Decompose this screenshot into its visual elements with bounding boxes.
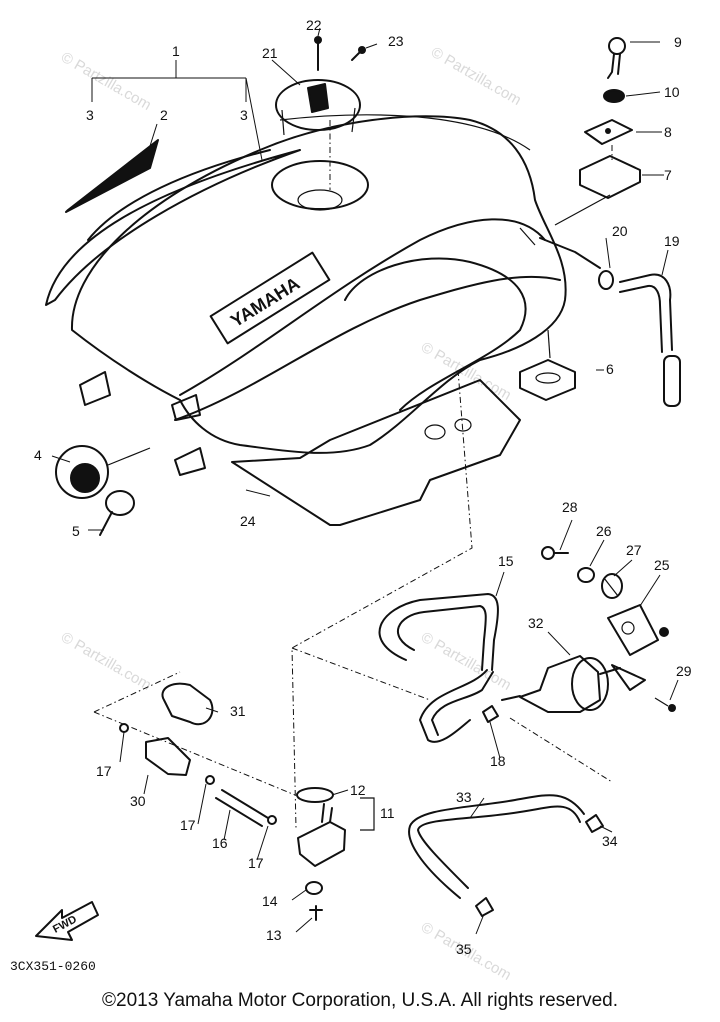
- rear-mount-hardware: [519, 37, 641, 246]
- hose-clamps: [475, 705, 604, 917]
- callout-11: 11: [380, 805, 395, 821]
- filter-mount-hardware: [541, 546, 623, 599]
- callout-26: 26: [596, 523, 612, 539]
- fuel-hose: [408, 794, 585, 899]
- callout-30: 30: [130, 793, 146, 809]
- callout-9: 9: [674, 34, 682, 50]
- fuel-filter: [501, 604, 676, 713]
- diagram-code: 3CX351-0260: [10, 959, 96, 974]
- tank-pad: [231, 379, 521, 526]
- watermark-text: © Partzilla.com: [428, 44, 524, 109]
- callout-17: 17: [248, 855, 264, 871]
- callout-17: 17: [180, 817, 196, 833]
- assembly-lines: [93, 369, 613, 829]
- callout-leaders: [51, 27, 679, 935]
- callout-18: 18: [490, 753, 506, 769]
- breather-hose: [539, 237, 681, 407]
- fuel-cock-assembly: [296, 787, 375, 921]
- callout-32: 32: [528, 615, 544, 631]
- callout-2: 2: [160, 107, 168, 123]
- callout-1: 1: [172, 43, 180, 59]
- watermark-text: © Partzilla.com: [58, 49, 154, 114]
- callout-3: 3: [86, 107, 94, 123]
- callout-31: 31: [230, 703, 246, 719]
- callout-labels: 1 2 3 3 3 4 5 6 7 8 9 10 11 12 13 14 15 …: [34, 17, 692, 957]
- callout-13: 13: [266, 927, 282, 943]
- callout-3: 3: [240, 107, 248, 123]
- fwd-arrow: FWD: [35, 901, 99, 941]
- watermark-text: © Partzilla.com: [58, 629, 154, 694]
- callout-12: 12: [350, 782, 366, 798]
- callout-25: 25: [654, 557, 670, 573]
- callout-5: 5: [72, 523, 80, 539]
- callout-4: 4: [34, 447, 42, 463]
- callout-33: 33: [456, 789, 472, 805]
- callout-34: 34: [602, 833, 618, 849]
- callout-7: 7: [664, 167, 672, 183]
- callout-27: 27: [626, 542, 642, 558]
- yamaha-emblem: YAMAHA: [209, 251, 331, 345]
- callout-17: 17: [96, 763, 112, 779]
- callout-23: 23: [388, 33, 404, 49]
- callout-24: 24: [240, 513, 256, 529]
- copyright-notice: ©2013 Yamaha Motor Corporation, U.S.A. A…: [102, 990, 618, 1011]
- vacuum-hose: [378, 593, 499, 743]
- decal-group-bracket: [91, 60, 263, 161]
- callout-20: 20: [612, 223, 628, 239]
- callout-22: 22: [306, 17, 322, 33]
- filler-cap-assembly: [275, 36, 366, 190]
- callout-15: 15: [498, 553, 514, 569]
- callout-21: 21: [262, 45, 278, 61]
- fuel-sender-unit: [55, 445, 151, 536]
- callout-19: 19: [664, 233, 680, 249]
- rear-rubber-mount: [519, 329, 576, 401]
- callout-14: 14: [262, 893, 278, 909]
- callout-28: 28: [562, 499, 578, 515]
- callout-29: 29: [676, 663, 692, 679]
- fuel-pump-side: [119, 682, 277, 827]
- callout-10: 10: [664, 84, 680, 100]
- callout-35: 35: [456, 941, 472, 957]
- callout-16: 16: [212, 835, 228, 851]
- callout-6: 6: [606, 361, 614, 377]
- callout-8: 8: [664, 124, 672, 140]
